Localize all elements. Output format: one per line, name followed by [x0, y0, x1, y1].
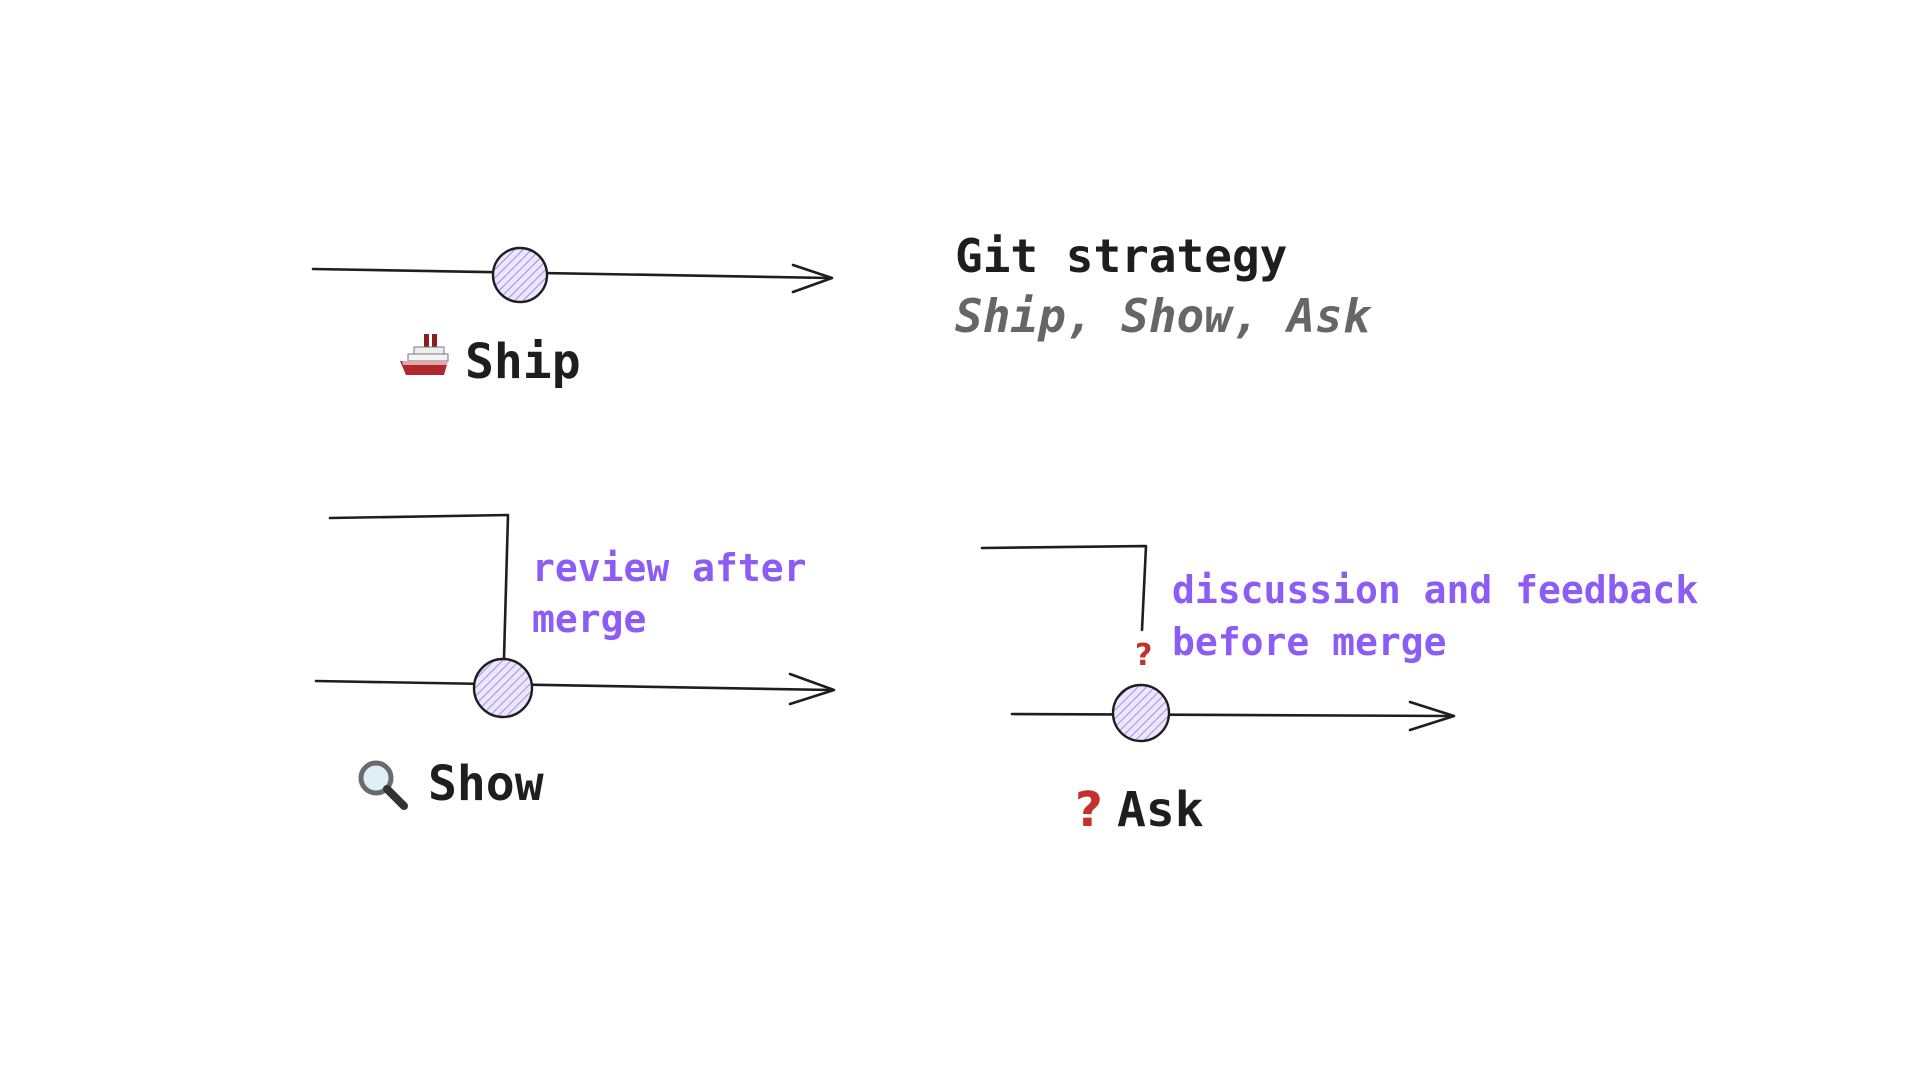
ship-mainline	[311, 267, 832, 280]
magnifying-glass-icon	[358, 760, 408, 810]
ship-commit-node	[491, 246, 549, 304]
show-mainline-arrowhead	[788, 672, 836, 706]
ask-small-question-icon: ?	[1135, 638, 1152, 673]
diagram-title: Git strategy	[955, 229, 1287, 283]
show-commit-node	[472, 657, 534, 719]
ask-feature-branch	[980, 544, 1148, 632]
ship-label: Ship	[465, 334, 581, 390]
ask-branch	[980, 544, 1456, 743]
show-annotation-line2: merge	[532, 597, 646, 641]
diagram-subtitle: Ship, Show, Ask	[955, 289, 1373, 343]
ship-mainline-arrowhead	[791, 263, 834, 294]
show-annotation-line1: review after	[532, 546, 807, 590]
show-label: Show	[428, 756, 544, 812]
show-feature-branch	[328, 513, 510, 660]
ask-mainline	[1010, 712, 1454, 718]
ask-annotation-line2: before merge	[1172, 620, 1447, 664]
ask-annotation-line1: discussion and feedback	[1172, 568, 1698, 612]
ask-label: Ask	[1117, 782, 1204, 838]
show-mainline	[314, 679, 834, 692]
ship-icon	[400, 334, 449, 375]
ship-branch	[311, 246, 834, 304]
ask-mainline-arrowhead	[1408, 700, 1456, 732]
ask-commit-node	[1111, 683, 1171, 743]
question-mark-icon: ?	[1075, 782, 1103, 838]
show-branch	[314, 513, 836, 719]
